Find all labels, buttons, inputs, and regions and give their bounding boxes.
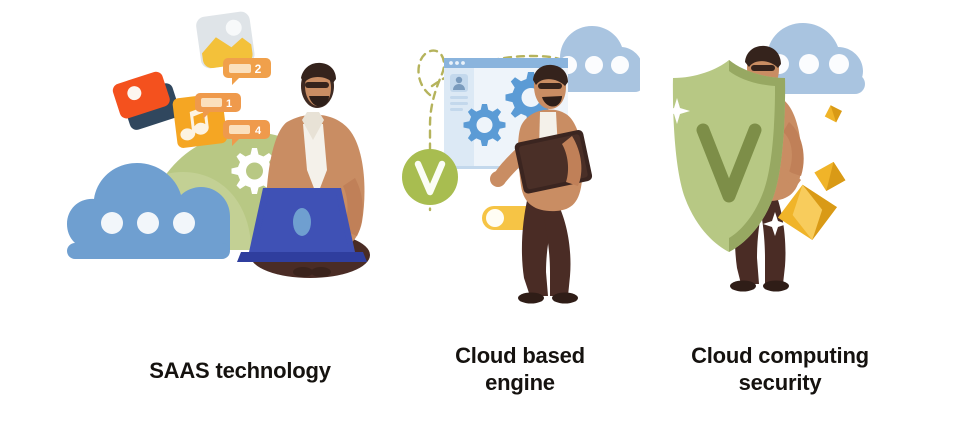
panel-saas-technology: 2 1 4 [55,0,425,436]
person-head [533,64,568,109]
notification-badge-1-count: 2 [255,62,262,76]
person-head [301,62,336,108]
blue-cloud [67,163,230,259]
caption-line: engine [485,369,555,395]
caption-line: SAAS technology [149,358,331,383]
caption-line: Cloud based [455,343,585,368]
check-mark [696,123,762,203]
panel-saas-caption: SAAS technology [55,358,425,385]
shield-icon [672,60,786,252]
notification-badge-2-count: 1 [226,98,232,110]
cloud-based-engine-illustration [400,0,640,330]
laptop [237,188,367,262]
blue-cloud [755,23,865,94]
saas-technology-illustration: 2 1 4 [55,0,425,330]
caption-line: Cloud computing [691,343,869,368]
panel-cloud-computing-security: Cloud computing security [655,0,905,436]
notification-badge-3-count: 4 [255,125,262,137]
panel-security-caption: Cloud computing security [655,343,905,397]
blue-cloud [548,26,640,92]
check-circle-icon [402,149,458,205]
card-icon [112,71,180,130]
person-with-tablet [490,64,593,304]
caption-line: security [738,369,822,395]
gear-icon-small [463,104,506,146]
notification-badge-1: 2 [223,58,271,85]
panel-cloud-based-engine: Cloud based engine [400,0,640,436]
panel-engine-caption: Cloud based engine [400,343,640,397]
person-with-laptop [237,62,370,278]
gear-icon [231,148,278,194]
sparkle-icon [664,98,787,236]
gem-icon [777,105,846,240]
cloud-computing-security-illustration [655,0,905,330]
notification-badge-3: 4 [223,120,270,146]
notification-badge-2: 1 [195,93,241,119]
